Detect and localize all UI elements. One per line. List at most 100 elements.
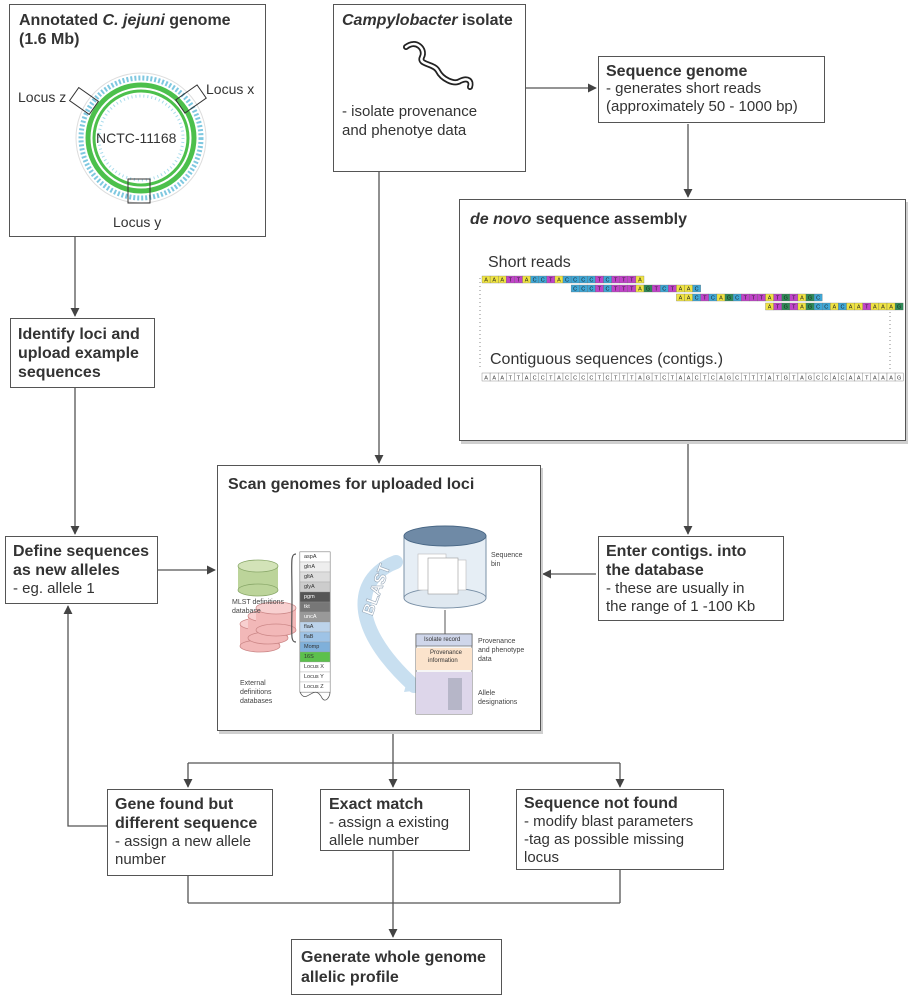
provenance-info-1: Provenance — [430, 650, 463, 656]
genome-strain-label: NCTC-11168 — [96, 130, 177, 146]
allele-label-1: Allele — [478, 690, 496, 697]
read-base-letter: G — [808, 305, 812, 311]
read-base-letter: A — [833, 305, 837, 311]
read-base-letter: T — [865, 305, 869, 311]
contig-base-letter: A — [492, 376, 496, 382]
read-base-letter: T — [703, 296, 707, 302]
read-base-letter: C — [581, 278, 585, 284]
contig-base-letter: A — [833, 376, 837, 382]
read-base-letter: T — [760, 296, 764, 302]
define-line-3: - eg. allele 1 — [13, 580, 95, 597]
read-base — [692, 284, 701, 293]
contig-base-letter: C — [589, 376, 593, 382]
read-base-letter: A — [768, 296, 772, 302]
isolate-title-suffix: isolate — [457, 12, 513, 29]
contig-base-letter: G — [784, 376, 788, 382]
generate-line-2: allelic profile — [301, 969, 399, 986]
contig-base-letter: C — [581, 376, 585, 382]
notfound-line-3: -tag as possible missing — [524, 831, 685, 848]
contig-base-letter: T — [752, 376, 756, 382]
contigs-line-3: - these are usually in — [606, 580, 745, 597]
read-base — [635, 275, 645, 284]
read-base-letter: G — [784, 296, 788, 302]
read-base-letter: T — [776, 305, 780, 311]
contig-base-letter: G — [727, 376, 731, 382]
contig-base-letter: A — [889, 376, 893, 382]
read-base-letter: T — [598, 287, 602, 293]
isolate-box: Campylobacter isolate - isolate provenan… — [333, 4, 526, 172]
external-label-3: databases — [240, 698, 273, 705]
read-base-letter: A — [873, 305, 877, 311]
read-base-letter: A — [484, 278, 488, 284]
read-base — [894, 302, 904, 311]
prov-label-3: data — [478, 656, 492, 663]
read-base-letter: C — [824, 305, 828, 311]
read-base-letter: A — [500, 278, 504, 284]
sequence-genome-box: Sequence genome - generates short reads … — [598, 56, 825, 123]
sequence-genome-title: Sequence genome — [606, 63, 748, 80]
read-base-letter: A — [849, 305, 853, 311]
read-base-letter: C — [816, 296, 820, 302]
contigs-line-2: the database — [606, 562, 704, 579]
contig-base-letter: C — [695, 376, 699, 382]
read-base-letter: T — [654, 287, 658, 293]
read-base-letter: A — [800, 296, 804, 302]
read-base-letter: T — [792, 305, 796, 311]
read-base-letter: T — [509, 278, 513, 284]
read-base-letter: T — [614, 278, 618, 284]
read-base-letter: C — [589, 278, 593, 284]
contig-base-letter: C — [840, 376, 844, 382]
sequence-genome-line-2: (approximately 50 - 1000 bp) — [606, 98, 798, 115]
provenance-info-2: information — [428, 658, 458, 664]
read-base-letter: A — [889, 305, 893, 311]
contig-base-letter: C — [606, 376, 610, 382]
read-base-letter: T — [614, 287, 618, 293]
contig-base-letter: T — [622, 376, 626, 382]
read-base-letter: A — [679, 287, 683, 293]
genome-box: Annotated C. jejuni genome (1.6 Mb) NCTC… — [9, 4, 266, 237]
notfound-line-4: locus — [524, 849, 560, 866]
contig-base-letter: A — [679, 376, 683, 382]
gene-found-line-1: Gene found but — [115, 796, 234, 813]
contig-base-letter: T — [865, 376, 869, 382]
identify-line-1: Identify loci and — [18, 326, 140, 343]
external-databases-icon — [239, 601, 297, 653]
define-line-1: Define sequences — [13, 543, 150, 560]
read-base-letter: C — [662, 287, 666, 293]
contig-base-letter: C — [735, 376, 739, 382]
read-base-letter: C — [840, 305, 844, 311]
exact-line-1: Exact match — [329, 796, 424, 813]
read-base-letter: T — [622, 287, 626, 293]
read-base-letter: A — [881, 305, 885, 311]
generate-profile-box: Generate whole genome allelic profile — [291, 939, 502, 995]
read-base-letter: C — [573, 287, 577, 293]
read-base-letter: C — [581, 287, 585, 293]
contig-base-letter: C — [541, 376, 545, 382]
read-base-letter: C — [606, 287, 610, 293]
define-alleles-box: Define sequences as new alleles - eg. al… — [5, 536, 158, 604]
contig-base-letter: A — [557, 376, 561, 382]
contig-base-letter: A — [857, 376, 861, 382]
read-base-letter: T — [792, 296, 796, 302]
contig-base-letter: A — [873, 376, 877, 382]
contig-base-letter: A — [525, 376, 529, 382]
contig-base-letter: G — [808, 376, 812, 382]
exact-match-box: Exact match - assign a existing allele n… — [320, 789, 470, 851]
genome-title-suffix: genome — [164, 12, 231, 29]
contig-base-letter: T — [509, 376, 513, 382]
locus-list-item: Locus X — [304, 664, 324, 670]
locus-z-label: Locus z — [18, 89, 67, 105]
gene-found-line-3: - assign a new allele — [115, 833, 251, 850]
locus-list-item: flaB — [304, 634, 314, 640]
read-base-letter: A — [719, 296, 723, 302]
read-base-letter: A — [679, 296, 683, 302]
contig-base — [894, 372, 904, 382]
contig-base-letter: C — [662, 376, 666, 382]
read-base-letter: G — [808, 296, 812, 302]
bin-label-2: bin — [491, 561, 501, 568]
genome-size: (1.6 Mb) — [19, 31, 80, 48]
read-base-letter: C — [606, 278, 610, 284]
contig-base-letter: A — [881, 376, 885, 382]
contig-base-letter: T — [792, 376, 796, 382]
